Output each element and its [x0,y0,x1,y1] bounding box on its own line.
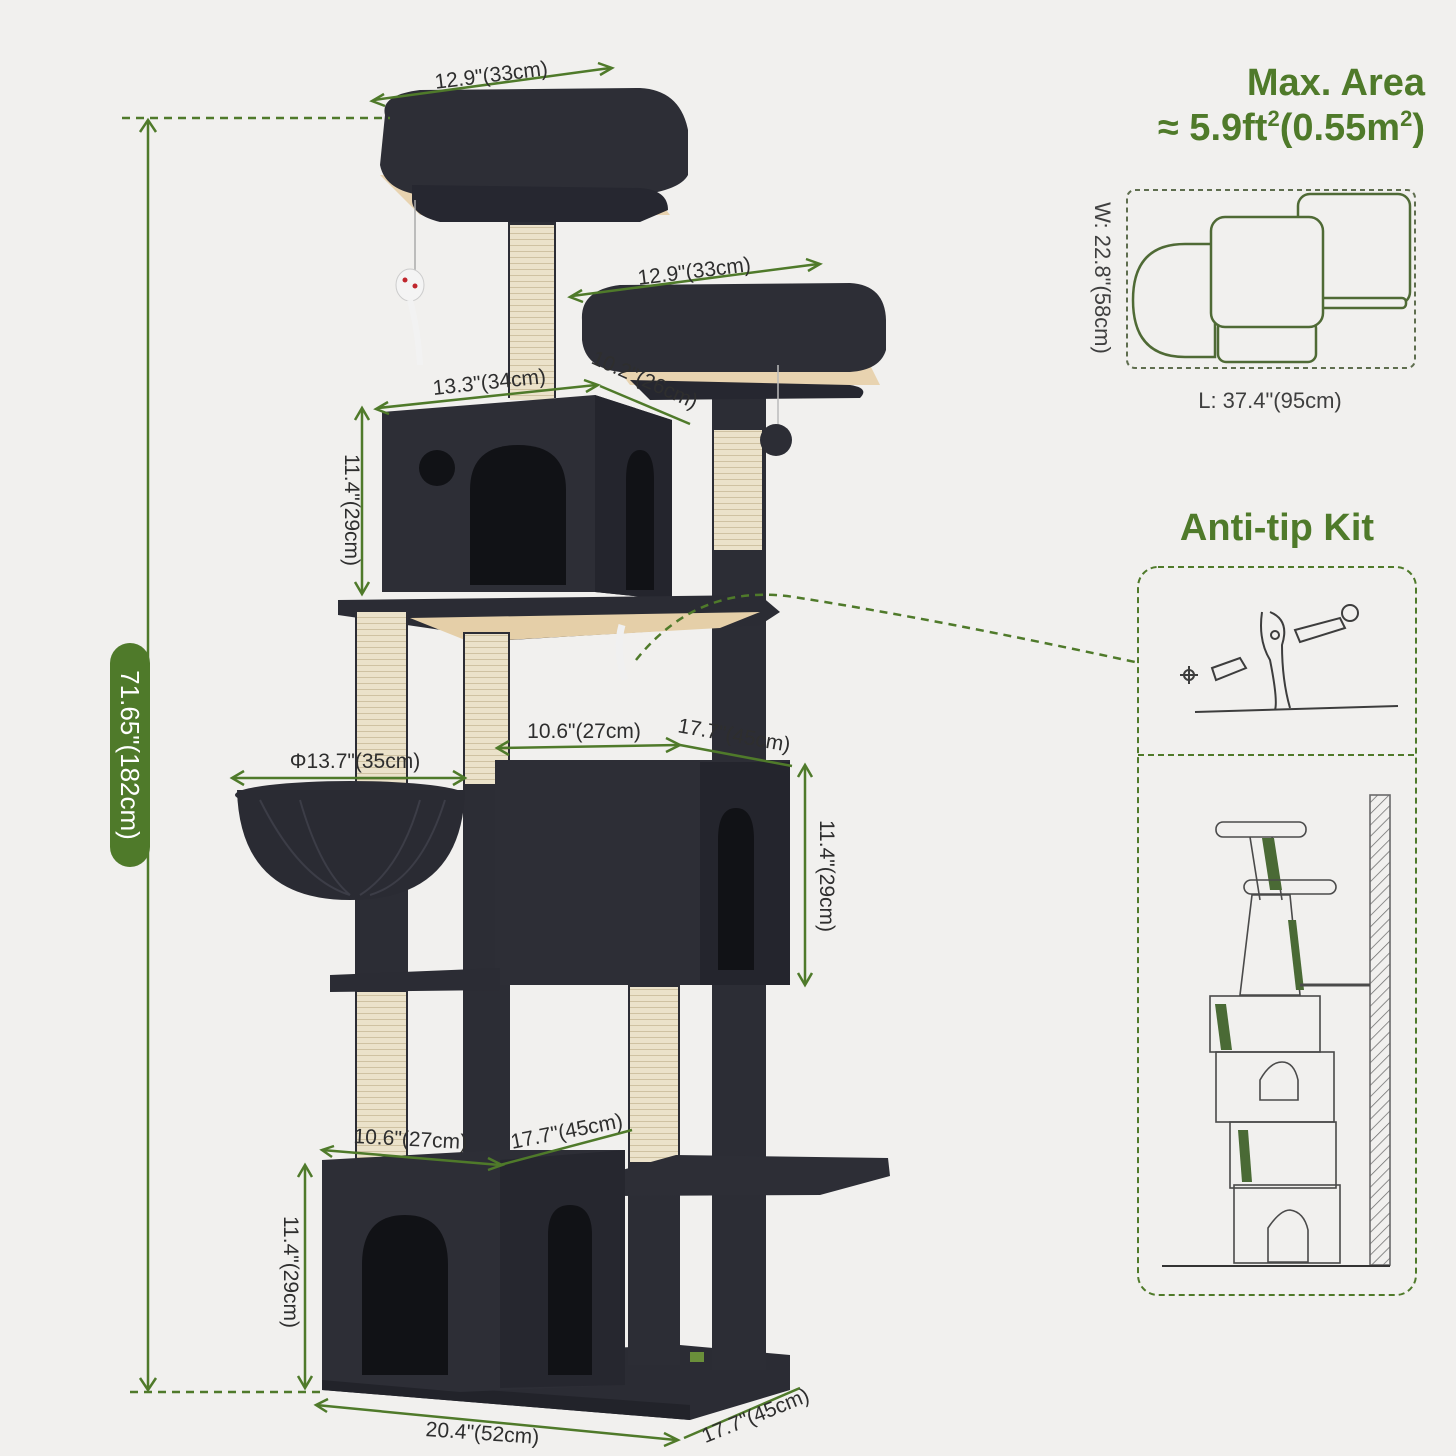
footprint-box [1126,189,1416,369]
hanging-ball-toy [760,424,792,456]
left-post-sisal [357,612,406,787]
center-post-sisal [465,634,508,784]
lower-right-post-sisal [630,987,678,1162]
middle-condo-height-label: 11.4"(29cm) [815,820,838,932]
footprint-width-label: W: 22.8"(58cm) [1090,202,1115,354]
total-height-label: 71.65"(182cm) [115,670,145,840]
footprint-drawing [1131,192,1412,364]
lower-left-post-sisal [357,992,406,1170]
middle-condo-width-label: 10.6"(27cm) [527,720,641,743]
max-area-panel: Max. Area ≈ 5.9ft2(0.55m2) W: 22.8"(58cm… [1090,62,1426,413]
anti-tip-tree-drawing [1162,794,1391,1267]
mouse-toy [395,268,425,302]
anti-tip-title: Anti-tip Kit [1180,507,1375,549]
step-platform [604,1155,890,1196]
brand-tag [690,1352,704,1362]
cat-tree-illustration [235,88,890,1420]
anti-tip-callout-line [635,593,1136,664]
anti-tip-box [1137,566,1417,1296]
footprint-length-label: L: 37.4"(95cm) [1198,388,1342,413]
anti-tip-hardware-drawing [1180,604,1399,713]
middle-left-platform [330,968,500,992]
top-perch [380,88,688,222]
total-height-pill [110,643,150,867]
basket-diameter-label: Φ13.7"(35cm) [290,750,420,773]
max-area-title: Max. Area [1247,62,1426,104]
top-post-sisal [510,225,554,400]
second-perch [581,283,886,400]
top-perch-width-label: 12.9"(33cm) [433,57,549,94]
bottom-condo-height-label: 11.4"(29cm) [279,1216,302,1328]
middle-condo [495,760,790,985]
upper-condo [382,395,672,600]
main-post-sisal [714,430,762,550]
upper-condo-height-label: 11.4"(29cm) [340,454,363,566]
anti-tip-panel: Anti-tip Kit [635,507,1417,1296]
hammock-basket [235,781,465,900]
bottom-condo [322,1150,625,1392]
base-width-label: 20.4"(52cm) [425,1418,540,1449]
max-area-value: ≈ 5.9ft2(0.55m2) [1158,106,1425,149]
